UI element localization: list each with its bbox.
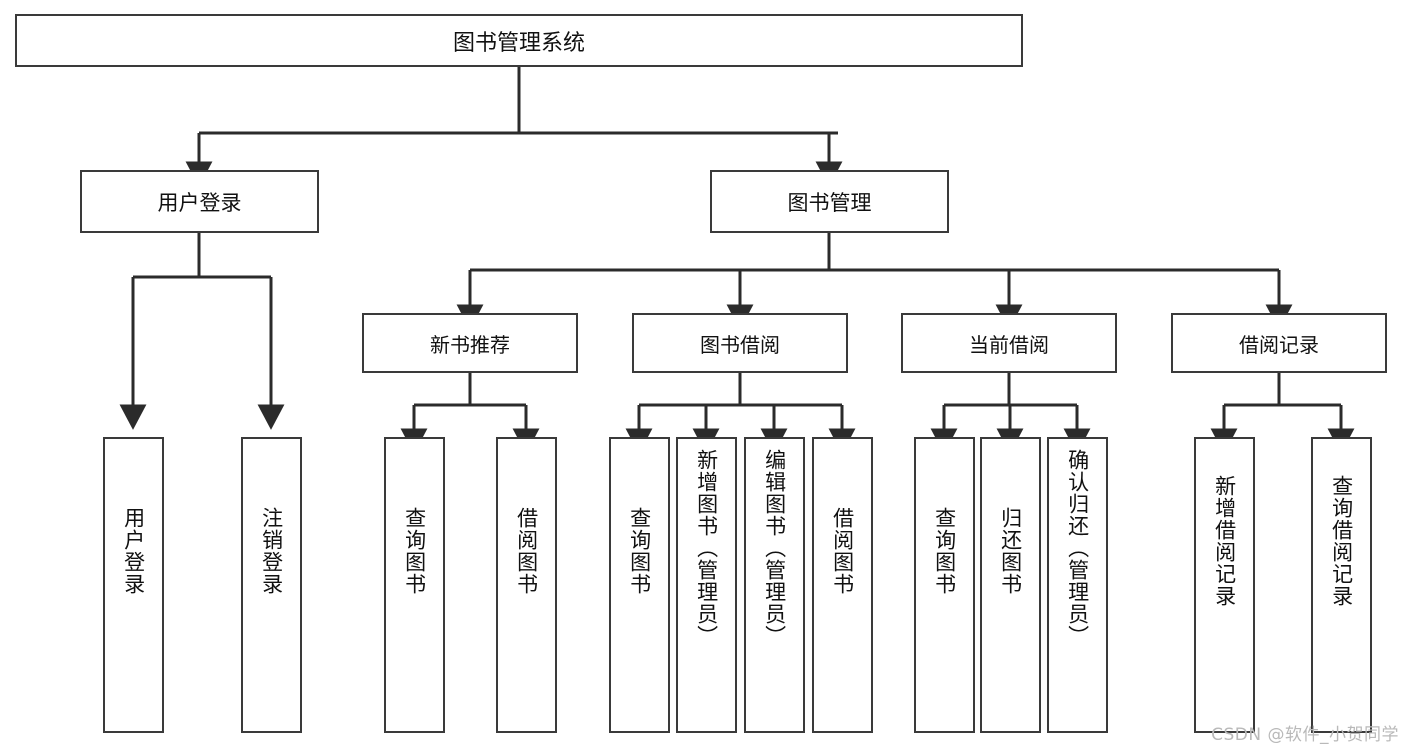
node-book-borrow[interactable]: 图书借阅 — [632, 313, 848, 373]
leaf-add-book-admin[interactable]: 新增图书（管理员） — [676, 437, 737, 733]
leaf-confirm-return-admin[interactable]: 确认归还（管理员） — [1047, 437, 1108, 733]
leaf-query-book-current[interactable]: 查询图书 — [914, 437, 975, 733]
node-label: 查询图书 — [627, 507, 652, 595]
node-label: 借阅图书 — [514, 507, 539, 595]
node-label: 图书管理系统 — [452, 30, 585, 56]
node-borrow-record[interactable]: 借阅记录 — [1171, 313, 1387, 373]
leaf-query-book-borrow[interactable]: 查询图书 — [609, 437, 670, 733]
leaf-return-book[interactable]: 归还图书 — [980, 437, 1041, 733]
leaf-borrow-book[interactable]: 借阅图书 — [812, 437, 873, 733]
node-label: 查询图书 — [932, 507, 957, 595]
node-label: 归还图书 — [998, 507, 1023, 595]
leaf-query-book-recommend[interactable]: 查询图书 — [384, 437, 445, 733]
node-label: 当前借阅 — [969, 332, 1049, 357]
node-label: 新书推荐 — [430, 332, 510, 357]
node-label: 查询图书 — [402, 507, 427, 595]
node-label: 图书管理 — [787, 190, 872, 215]
node-label: 用户登录 — [121, 507, 146, 595]
node-label: 图书借阅 — [700, 332, 780, 357]
node-new-book-recommend[interactable]: 新书推荐 — [362, 313, 578, 373]
node-label: 确认归还（管理员） — [1065, 449, 1090, 647]
node-current-borrow[interactable]: 当前借阅 — [901, 313, 1117, 373]
node-label: 用户登录 — [157, 190, 242, 215]
leaf-query-borrow-record[interactable]: 查询借阅记录 — [1311, 437, 1372, 733]
node-label: 借阅记录 — [1239, 332, 1319, 357]
node-label: 查询借阅记录 — [1329, 475, 1354, 607]
node-label: 新增借阅记录 — [1212, 475, 1237, 607]
node-label: 借阅图书 — [830, 507, 855, 595]
node-label: 注销登录 — [259, 507, 284, 595]
leaf-user-logout[interactable]: 注销登录 — [241, 437, 302, 733]
node-book-management[interactable]: 图书管理 — [710, 170, 949, 233]
leaf-borrow-book-recommend[interactable]: 借阅图书 — [496, 437, 557, 733]
leaf-edit-book-admin[interactable]: 编辑图书（管理员） — [744, 437, 805, 733]
node-root-book-management-system[interactable]: 图书管理系统 — [15, 14, 1023, 67]
leaf-add-borrow-record[interactable]: 新增借阅记录 — [1194, 437, 1255, 733]
node-label: 新增图书（管理员） — [694, 449, 719, 647]
node-user-login[interactable]: 用户登录 — [80, 170, 319, 233]
csdn-watermark: CSDN @软件_小贺同学 — [1211, 725, 1399, 745]
leaf-user-login[interactable]: 用户登录 — [103, 437, 164, 733]
node-label: 编辑图书（管理员） — [762, 449, 787, 647]
